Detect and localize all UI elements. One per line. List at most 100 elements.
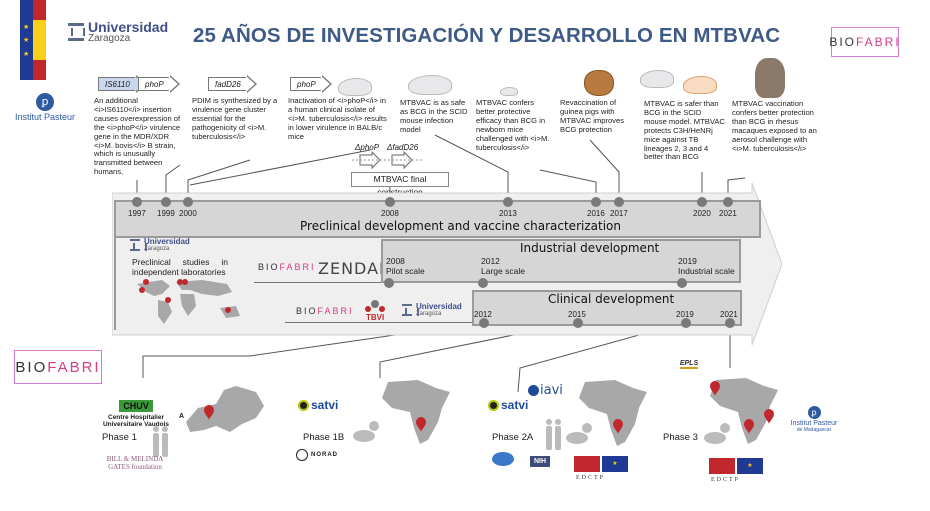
norad-logo: NORAD	[296, 449, 338, 461]
preclinical-dot-2020	[697, 197, 707, 207]
tbvi-logo: TBVI	[366, 313, 385, 322]
gene-fadd26: fadD26	[208, 75, 257, 93]
industrial-dot-2019	[677, 278, 687, 288]
industrial-band	[381, 239, 741, 283]
biofabri-fabri: FABRI	[47, 358, 101, 376]
africa-map-2a	[579, 380, 647, 446]
stage-label: Pilot scale	[386, 266, 425, 276]
baby-icon	[353, 421, 379, 442]
gene-phop-2-label: phoP	[290, 77, 322, 91]
industrial-divider	[254, 282, 384, 283]
milestone-1999: Inactivation of <i>phoP</i> in a human c…	[288, 96, 387, 141]
edctp-eu-logo-3: ★	[709, 458, 763, 474]
baby-icon-3	[704, 423, 730, 444]
biofabri-fabri: FABRI	[279, 262, 316, 272]
universidad-zaragoza-logo: Universidad Zaragoza	[68, 20, 168, 44]
clinical-dot-2015	[573, 318, 583, 328]
chuv-mark: CHUV	[119, 400, 153, 412]
clinical-year-2012: 2012	[474, 310, 492, 319]
nih-logo: NIH	[530, 456, 551, 467]
biofabri-fabri: FABRI	[317, 306, 354, 316]
preclinical-dot-2017	[614, 197, 624, 207]
world-map	[137, 279, 240, 324]
industrial-title: Industrial development	[520, 241, 660, 255]
unizar-sub-3: Zaragoza	[416, 311, 442, 317]
preclinical-year-2017: 2017	[610, 209, 628, 218]
biofabri-bio: BIO	[15, 358, 48, 376]
c3h-mouse-icon	[683, 76, 717, 94]
preclinical-dot-2008	[385, 197, 395, 207]
university-building-icon	[68, 23, 85, 41]
milestone-2000: PDIM is synthesized by a virulence gene …	[192, 96, 278, 141]
preclinical-year-2021: 2021	[719, 209, 737, 218]
baby-icon-2a	[566, 423, 592, 444]
edctp-label-2a: EDCTP	[576, 475, 606, 481]
guinea-pig-icon	[584, 70, 614, 96]
tbvi-logo-mark	[365, 300, 387, 314]
milestone-2008: MTBVAC is as safe as BCG in the SCID mou…	[400, 98, 468, 134]
africa-map-3	[710, 378, 778, 444]
page-title: 25 AÑOS DE INVESTIGACIÓN Y DESARROLLO EN…	[193, 24, 781, 47]
stage-year: 2012	[481, 256, 500, 266]
epls-logo: EPLS	[664, 360, 714, 369]
clinical-year-2021: 2021	[720, 310, 738, 319]
universidad-zaragoza-logo-3: Universidad Zaragoza	[402, 303, 462, 317]
preclinical-year-1997: 1997	[128, 209, 146, 218]
institut-pasteur-madagascar-logo: ꝑ Institut Pasteur de Madagascar	[784, 406, 844, 433]
preclinical-dot-2000	[183, 197, 193, 207]
phase-1b-label: Phase 1B	[303, 432, 345, 443]
phase-3-label: Phase 3	[663, 432, 698, 443]
gene-phop-label: phoP	[138, 77, 170, 91]
gene-phop-2: phoP	[290, 75, 332, 93]
chuv-logo: CHUV Centre Hospitalier Universitaire Va…	[100, 396, 172, 428]
eu-flag-icon: ★	[602, 456, 628, 472]
preclinical-dot-2013	[503, 197, 513, 207]
delta-fadd26-label: ΔfadD26	[387, 143, 419, 152]
preclinical-year-2020: 2020	[693, 209, 711, 218]
satvi-logo-1b: satvi	[298, 398, 338, 412]
satvi-logo-2a: satvi	[488, 398, 528, 412]
eu-spain-flag: ★★★	[20, 0, 46, 80]
preclinical-band	[114, 200, 761, 238]
niaid-logo	[492, 452, 514, 466]
edctp-label-3: EDCTP	[711, 477, 741, 483]
pasteur-mada-name: Institut Pasteur	[790, 420, 838, 427]
preclinical-note: Preclinical studies in independent labor…	[132, 257, 228, 277]
unizar-sub: Zaragoza	[88, 33, 131, 44]
phase-2a-label: Phase 2A	[492, 432, 534, 443]
delta-phop-label: ΔphoP	[355, 143, 380, 152]
unizar-sub-2: Zaragoza	[144, 246, 170, 252]
preclinical-title: Preclinical development and vaccine char…	[300, 219, 621, 233]
scid-mouse-icon	[408, 75, 452, 95]
preclinical-year-2000: 2000	[179, 209, 197, 218]
zendal-logo: ZENDAL	[318, 259, 389, 278]
macaque-icon	[755, 58, 785, 98]
university-building-icon	[402, 304, 419, 316]
unizar-name: Universidad	[88, 19, 169, 35]
newborn-mouse-icon	[500, 87, 518, 96]
satvi-text: satvi	[501, 398, 529, 412]
construct-arrows	[352, 151, 422, 169]
stage-label: Industrial scale	[678, 266, 735, 276]
preclinical-year-2016: 2016	[587, 209, 605, 218]
biofabri-bio: BIO	[258, 262, 280, 272]
stage-year: 2019	[678, 256, 697, 266]
gates-line-1: BILL & MELINDA	[106, 455, 164, 463]
mouse-icon	[338, 78, 372, 96]
pasteur-figure-icon: ꝑ	[36, 93, 54, 111]
milestone-2016: Revaccination of guinea pigs with MTBVAC…	[560, 98, 624, 134]
milestone-2013: MTBVAC confers better protective efficac…	[476, 98, 550, 152]
institut-pasteur-logo: ꝑ Institut Pasteur	[14, 93, 76, 122]
europe-map	[186, 386, 264, 432]
milestone-2021: MTBVAC vaccination confers better protec…	[732, 99, 817, 153]
edctp-eu-logo-2a: ★	[574, 456, 628, 472]
clinical-title: Clinical development	[548, 292, 675, 306]
norad-text: NORAD	[311, 452, 338, 458]
industrial-dot-2012	[478, 278, 488, 288]
